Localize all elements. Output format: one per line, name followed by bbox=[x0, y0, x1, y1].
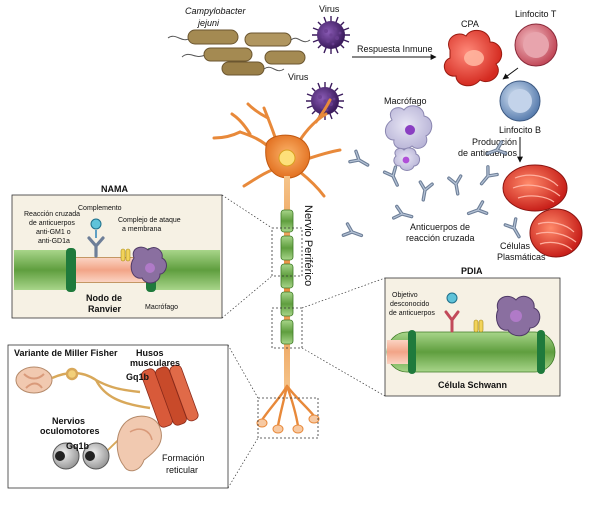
virus-label-mid: Virus bbox=[288, 72, 309, 82]
nama-title: NAMA bbox=[101, 184, 128, 194]
nama-zoom-source bbox=[271, 227, 303, 277]
nama-macrophage-label: Macrófago bbox=[145, 304, 178, 311]
spinal-cord-icon bbox=[15, 366, 53, 394]
reticular-line1: Formación bbox=[162, 453, 205, 463]
gq1b-label-a: Gq1b bbox=[126, 372, 150, 382]
muscle-spindle-icon bbox=[141, 364, 199, 428]
miller-fisher-label: Variante de Miller Fisher bbox=[14, 348, 118, 358]
cpa-label: CPA bbox=[461, 19, 479, 29]
pdia-panel: PDIA Objetivo desconocido de anticuerpos… bbox=[384, 266, 561, 397]
nerve-fibers-icon bbox=[51, 367, 151, 410]
oculomotor-line2: oculomotores bbox=[40, 426, 100, 436]
macrophage-icon bbox=[385, 105, 433, 171]
mac-complex-icon bbox=[120, 248, 131, 262]
oculomotor-line1: Nervios bbox=[52, 416, 85, 426]
ranvier-line1: Nodo de bbox=[86, 293, 122, 303]
antibody-icon bbox=[475, 165, 499, 190]
cross-react-line1: Reacción cruzada bbox=[24, 211, 80, 218]
t-lymphocyte-label: Linfocito T bbox=[515, 9, 557, 19]
pdia-mac-icon bbox=[473, 319, 484, 333]
macrophage-label: Macrófago bbox=[384, 96, 427, 106]
schwann-cell-label: Célula Schwann bbox=[438, 380, 507, 390]
immune-response-label: Respuesta Inmune bbox=[357, 44, 433, 54]
mfs-zoom-source bbox=[257, 397, 319, 439]
t-lymphocyte-icon bbox=[514, 23, 558, 67]
miller-fisher-panel: Variante de Miller Fisher Husos muscular… bbox=[7, 344, 229, 489]
bound-antibody-icon bbox=[87, 236, 105, 258]
pdia-zoom-source bbox=[271, 307, 303, 349]
antibody-icon bbox=[503, 217, 526, 242]
unknown-target-line2: desconocido bbox=[390, 301, 429, 308]
antibody-icon bbox=[391, 204, 415, 225]
antibody-icon bbox=[447, 174, 466, 197]
ranvier-line2: Ranvier bbox=[88, 304, 122, 314]
antibody-icon bbox=[348, 149, 373, 172]
antibody-icon bbox=[382, 165, 405, 190]
bacteria-name-line1: Campylobacter bbox=[185, 6, 247, 16]
cross-antibodies-line1: Anticuerpos de bbox=[410, 222, 470, 232]
virus-label-top: Virus bbox=[319, 4, 340, 14]
unknown-target-line1: Objetivo bbox=[392, 292, 418, 299]
pdia-complement-icon bbox=[446, 292, 458, 304]
brainstem-icon bbox=[116, 415, 162, 472]
plasma-cells-line1: Células bbox=[500, 241, 531, 251]
zoom-connectors bbox=[221, 194, 386, 489]
cpa-cell-icon bbox=[443, 29, 503, 87]
b-lymphocyte-icon bbox=[499, 80, 541, 122]
gq1b-label-b: Gq1b bbox=[66, 441, 90, 451]
complement-icon bbox=[90, 218, 102, 238]
mac-label-line2: a membrana bbox=[122, 226, 161, 233]
cross-react-line2: de anticuerpos bbox=[29, 220, 75, 227]
plasma-cells-line2: Plasmáticas bbox=[497, 252, 546, 262]
nama-panel: NAMA Complemento Reacción cruzada de ant… bbox=[11, 184, 223, 319]
antibody-icon bbox=[415, 180, 434, 203]
b-lymphocyte-label: Linfocito B bbox=[499, 125, 541, 135]
nama-macrophage-icon bbox=[130, 246, 167, 284]
pdia-macrophage-icon bbox=[495, 295, 541, 337]
mac-label-line1: Complejo de ataque bbox=[118, 217, 181, 224]
pdia-antibody-icon bbox=[444, 310, 460, 333]
spindle-line1: Husos bbox=[136, 348, 164, 358]
antibody-production-line1: Producción bbox=[472, 137, 517, 147]
antibody-icon bbox=[341, 222, 366, 243]
bacteria-icon bbox=[167, 29, 311, 76]
cross-antibodies-line2: reacción cruzada bbox=[406, 233, 475, 243]
campylobacter-group: Campylobacter jejuni bbox=[167, 6, 311, 76]
pdia-title: PDIA bbox=[461, 266, 483, 276]
complement-label: Complemento bbox=[78, 205, 122, 212]
cross-react-line3: anti-GM1 o bbox=[36, 229, 71, 236]
virus-icon-top bbox=[311, 15, 351, 55]
antibody-icon bbox=[464, 200, 489, 221]
neuron-icon bbox=[212, 98, 342, 434]
reticular-line2: reticular bbox=[166, 465, 198, 475]
plasma-cells-icon bbox=[502, 164, 583, 258]
unknown-target-line3: de anticuerpos bbox=[389, 310, 435, 317]
bacteria-name-line2: jejuni bbox=[197, 18, 220, 28]
cross-react-line4: anti-GD1a bbox=[38, 238, 70, 245]
spindle-line2: musculares bbox=[130, 358, 180, 368]
peripheral-nerve-label: Nervio Periférico bbox=[302, 205, 314, 286]
t-to-b-arrow bbox=[502, 67, 519, 80]
